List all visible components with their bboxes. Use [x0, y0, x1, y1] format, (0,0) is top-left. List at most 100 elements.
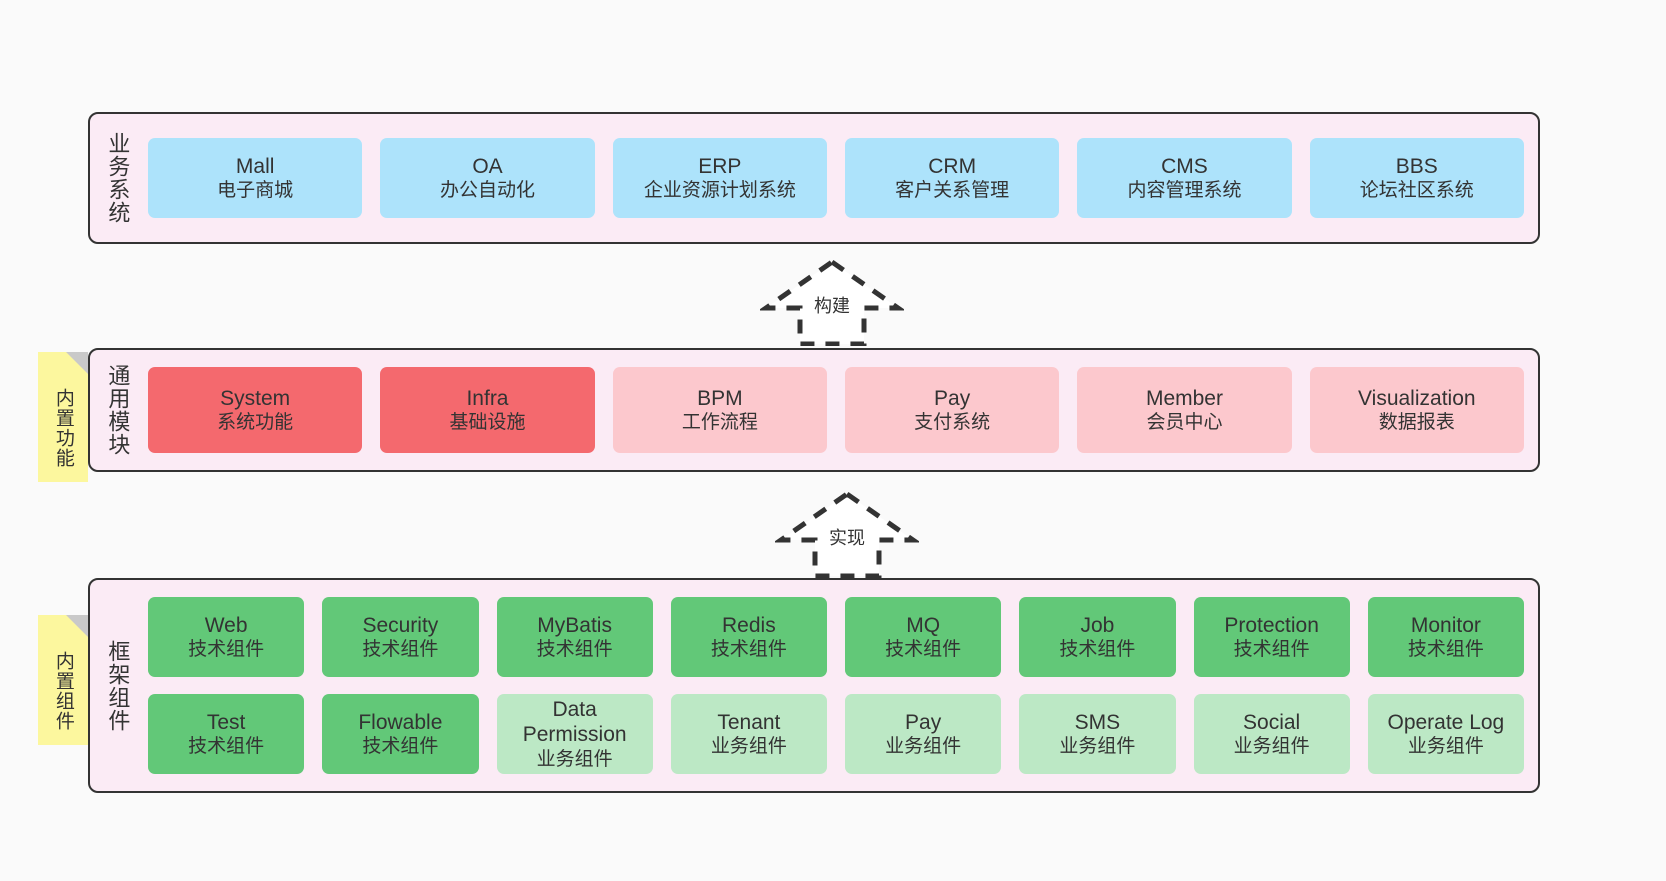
node-label-cn: 办公自动化 [439, 180, 535, 202]
node-operate-log[interactable]: Operate Log 业务组件 [1367, 694, 1524, 774]
node-row: System 系统功能 Infra 基础设施 BPM 工作流程 Pay 支付系统… [148, 367, 1524, 453]
node-label-cn: 内容管理系统 [1127, 180, 1242, 202]
node-label-en: SMS [1074, 710, 1121, 734]
node-visualization[interactable]: Visualization 数据报表 [1309, 367, 1524, 453]
node-sms[interactable]: SMS 业务组件 [1019, 694, 1176, 774]
layer-business-system: 业务系统 Mall 电子商城 OA 办公自动化 ERP 企业资源计划系统 CRM… [88, 112, 1540, 244]
node-label-cn: 企业资源计划系统 [643, 180, 796, 202]
layer-framework-component: 框架组件 Web 技术组件 Security 技术组件 MyBatis 技术组件… [88, 578, 1540, 793]
sticky-note-label: 内置功能 [52, 388, 74, 468]
node-label-en: System [220, 386, 291, 410]
node-label-cn: 数据报表 [1378, 412, 1455, 434]
node-security[interactable]: Security 技术组件 [322, 597, 479, 677]
node-bbs[interactable]: BBS 论坛社区系统 [1309, 138, 1524, 218]
node-oa[interactable]: OA 办公自动化 [380, 138, 595, 218]
node-social[interactable]: Social 业务组件 [1193, 694, 1350, 774]
node-label-cn: 技术组件 [1233, 639, 1310, 661]
node-system[interactable]: System 系统功能 [148, 367, 363, 453]
node-label-cn: 业务组件 [1059, 736, 1136, 758]
node-label-cn: 工作流程 [681, 412, 758, 434]
node-label-cn: 技术组件 [710, 639, 787, 661]
node-label-cn: 技术组件 [1059, 639, 1136, 661]
node-mq[interactable]: MQ 技术组件 [845, 597, 1002, 677]
arrow-implement-label: 实现 [829, 528, 865, 548]
node-label-en: BPM [697, 386, 743, 410]
sticky-note-label: 内置组件 [52, 651, 74, 731]
node-label-en: Pay [905, 710, 942, 734]
node-label-en: BBS [1395, 154, 1438, 178]
node-label-cn: 技术组件 [362, 736, 439, 758]
node-label-en: MQ [906, 613, 941, 637]
node-label-en: Mall [235, 154, 275, 178]
node-job[interactable]: Job 技术组件 [1019, 597, 1176, 677]
node-row: Mall 电子商城 OA 办公自动化 ERP 企业资源计划系统 CRM 客户关系… [148, 138, 1524, 218]
node-mybatis[interactable]: MyBatis 技术组件 [496, 597, 653, 677]
node-label-en: CMS [1161, 154, 1208, 178]
node-label-cn: 系统功能 [217, 412, 294, 434]
layer-body-business-system: Mall 电子商城 OA 办公自动化 ERP 企业资源计划系统 CRM 客户关系… [144, 114, 1538, 242]
node-web[interactable]: Web 技术组件 [148, 597, 305, 677]
node-label-en: Redis [722, 613, 776, 637]
node-infra[interactable]: Infra 基础设施 [380, 367, 595, 453]
sticky-fold-corner-icon [66, 352, 88, 374]
node-label-cn: 业务组件 [885, 736, 962, 758]
node-mall[interactable]: Mall 电子商城 [148, 138, 363, 218]
node-data-permission[interactable]: Data Permission 业务组件 [496, 694, 653, 774]
node-label-cn: 论坛社区系统 [1359, 180, 1474, 202]
node-tenant[interactable]: Tenant 业务组件 [670, 694, 827, 774]
node-label-en: Infra [466, 386, 509, 410]
node-label-en: ERP [698, 154, 742, 178]
node-label-en: Tenant [717, 710, 781, 734]
node-label-en: Pay [934, 386, 971, 410]
layer-body-framework-component: Web 技术组件 Security 技术组件 MyBatis 技术组件 Redi… [144, 580, 1538, 791]
node-pay-module[interactable]: Pay 支付系统 [844, 367, 1060, 453]
node-label-cn: 技术组件 [536, 639, 613, 661]
node-erp[interactable]: ERP 企业资源计划系统 [612, 138, 827, 218]
node-label-cn: 电子商城 [217, 180, 294, 202]
node-label-cn: 客户关系管理 [895, 180, 1010, 202]
node-label-cn: 技术组件 [362, 639, 439, 661]
node-crm[interactable]: CRM 客户关系管理 [844, 138, 1060, 218]
sticky-note-builtin-component: 内置组件 [38, 615, 88, 745]
layer-title-business-system: 业务系统 [105, 132, 131, 224]
node-monitor[interactable]: Monitor 技术组件 [1367, 597, 1524, 677]
node-label-cn: 业务组件 [1407, 736, 1484, 758]
node-label-en: Member [1145, 386, 1223, 410]
node-label-cn: 技术组件 [188, 736, 265, 758]
node-pay-component[interactable]: Pay 业务组件 [845, 694, 1002, 774]
node-protection[interactable]: Protection 技术组件 [1193, 597, 1350, 677]
node-redis[interactable]: Redis 技术组件 [670, 597, 827, 677]
sticky-note-builtin-function: 内置功能 [38, 352, 88, 482]
node-row-business: Test 技术组件 Flowable 技术组件 Data Permission … [148, 694, 1524, 774]
node-label-en: MyBatis [537, 613, 612, 637]
node-member[interactable]: Member 会员中心 [1077, 367, 1292, 453]
node-label-cn: 支付系统 [914, 412, 991, 434]
sticky-fold-corner-icon [66, 615, 88, 637]
node-test[interactable]: Test 技术组件 [148, 694, 305, 774]
node-label-en: Web [204, 613, 248, 637]
node-label-en: Operate Log [1387, 710, 1505, 734]
node-label-en: CRM [928, 154, 977, 178]
node-label-cn: 技术组件 [1407, 639, 1484, 661]
node-label-en: Social [1243, 710, 1301, 734]
node-label-en: Monitor [1410, 613, 1481, 637]
node-label-en: OA [472, 154, 503, 178]
node-cms[interactable]: CMS 内容管理系统 [1077, 138, 1292, 218]
node-label-en: Flowable [358, 710, 443, 734]
node-label-cn: 技术组件 [885, 639, 962, 661]
node-label-cn: 业务组件 [710, 736, 787, 758]
layer-common-module: 通用模块 System 系统功能 Infra 基础设施 BPM 工作流程 Pay… [88, 348, 1540, 472]
node-label-en: Protection [1224, 613, 1319, 637]
node-label-en: Data Permission [522, 697, 627, 747]
node-label-en: Test [206, 710, 246, 734]
node-label-cn: 技术组件 [188, 639, 265, 661]
node-flowable[interactable]: Flowable 技术组件 [322, 694, 479, 774]
node-label-en: Security [362, 613, 439, 637]
node-label-cn: 基础设施 [449, 412, 526, 434]
node-label-en: Visualization [1358, 386, 1476, 410]
arrow-implement: 实现 [775, 488, 919, 578]
node-bpm[interactable]: BPM 工作流程 [612, 367, 827, 453]
node-label-cn: 业务组件 [1233, 736, 1310, 758]
node-label-cn: 会员中心 [1146, 412, 1223, 434]
